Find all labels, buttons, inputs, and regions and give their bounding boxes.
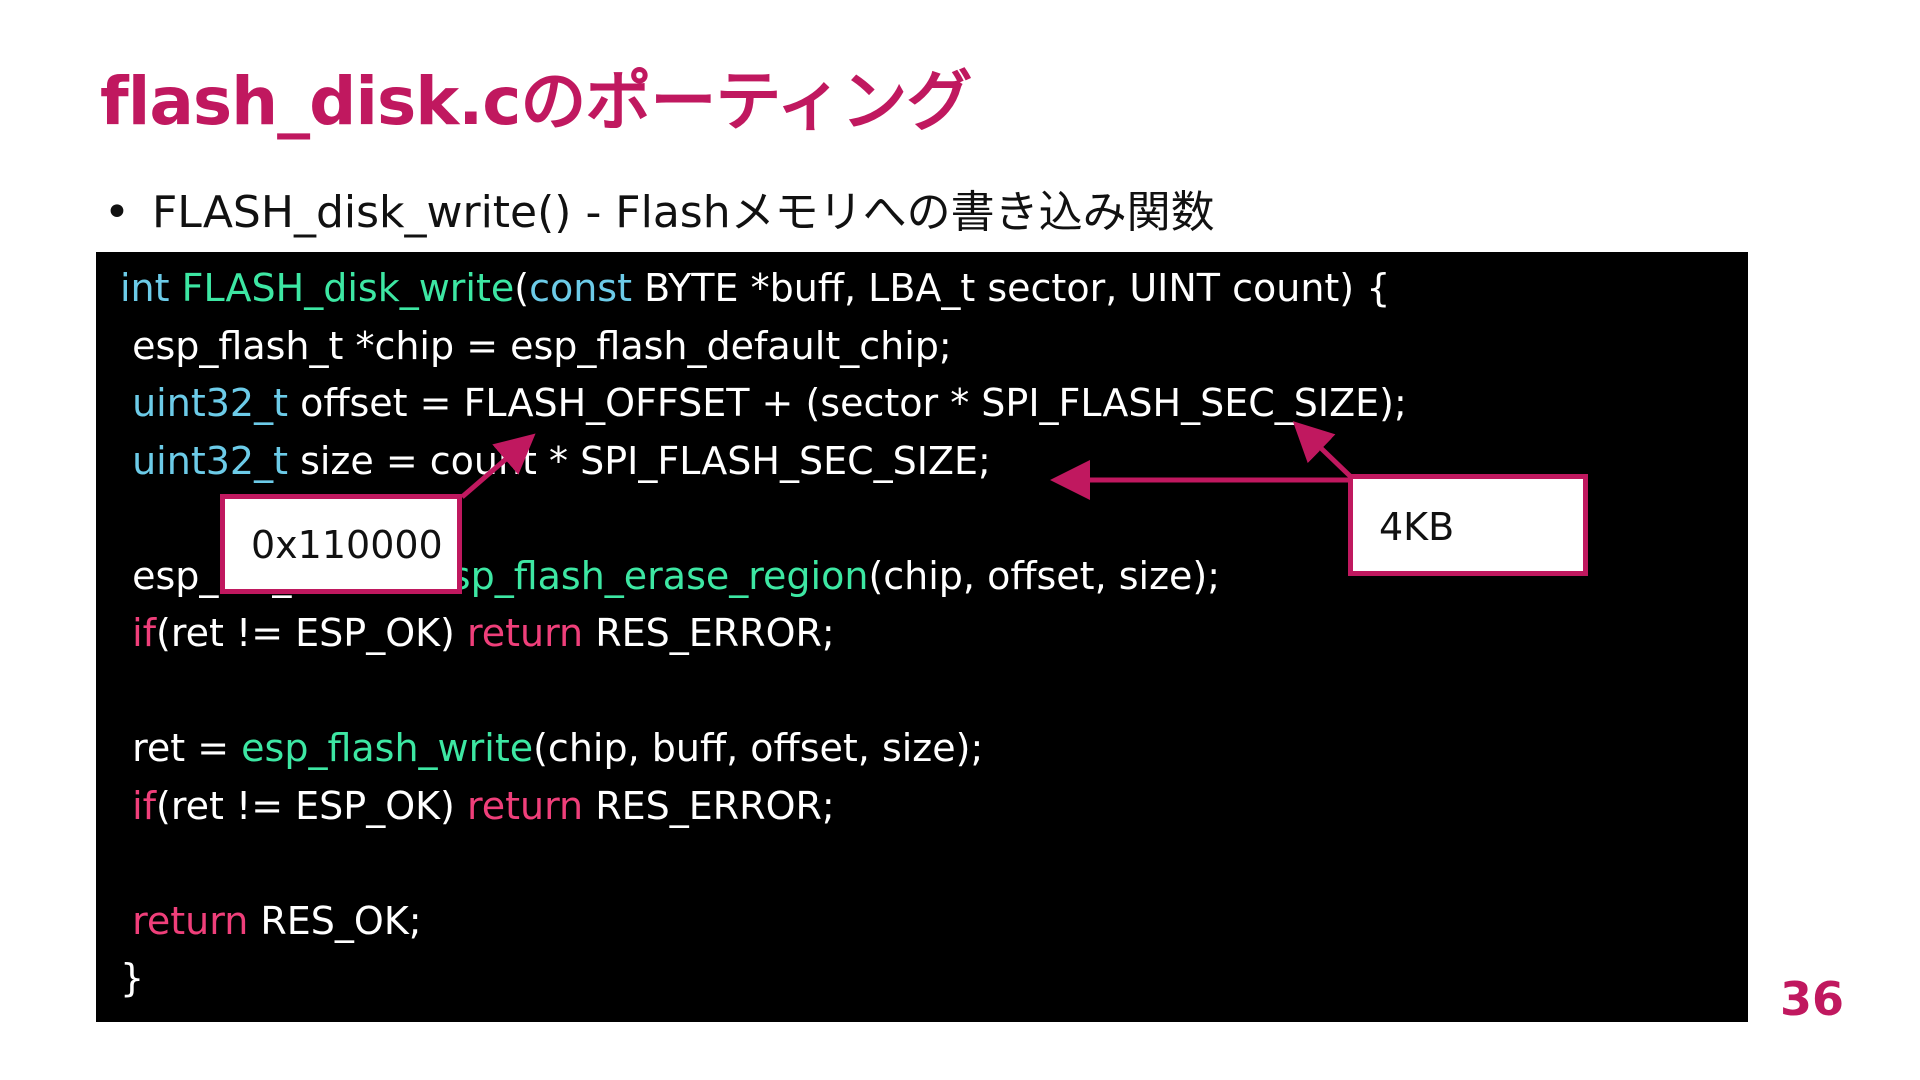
callout-sector-size-text: 4KB [1379, 505, 1455, 549]
code-token-plain [120, 381, 132, 425]
slide-title: flash_disk.cのポーティング [100, 63, 972, 140]
code-token-type: uint32_t [132, 381, 288, 425]
callout-flash-offset-text: 0x110000 [251, 523, 443, 567]
code-token-plain [120, 899, 132, 943]
code-token-plain [120, 611, 132, 655]
code-line: esp_flash_t *chip = esp_flash_default_ch… [120, 318, 952, 374]
code-token-plain: offset = FLASH_OFFSET + (sector * SPI_FL… [287, 381, 1407, 425]
code-token-kw: return [466, 611, 584, 655]
code-token-kw: return [466, 783, 584, 828]
code-token-plain: (chip, offset, size); [868, 553, 1221, 598]
code-token-func: esp_flash_erase_region [427, 553, 869, 598]
code-line: uint32_t offset = FLASH_OFFSET + (sector… [120, 375, 1407, 431]
code-token-plain [120, 784, 132, 828]
page-number: 36 [1780, 972, 1845, 1026]
code-line: return RES_OK; [120, 893, 422, 949]
code-token-kw: return [132, 898, 249, 943]
code-token-plain: RES_ERROR; [583, 783, 835, 828]
code-token-kw: if [132, 783, 157, 828]
code-line: int FLASH_disk_write(const BYTE *buff, L… [120, 260, 1390, 316]
code-token-plain: RES_ERROR; [583, 611, 835, 655]
callout-flash-offset: 0x110000 [220, 494, 462, 594]
code-line: if(ret != ESP_OK) return RES_ERROR; [120, 778, 835, 834]
code-token-plain: (ret != ESP_OK) [156, 611, 467, 655]
code-line: } [120, 950, 144, 1006]
bullet-item: • FLASH_disk_write() - Flashメモリへの書き込み関数 [104, 176, 1215, 240]
code-token-func: FLASH_disk_write [181, 266, 515, 310]
bullet-dot: • [104, 187, 130, 238]
code-block: int FLASH_disk_write(const BYTE *buff, L… [96, 252, 1748, 1022]
code-token-plain: ret = [120, 726, 242, 770]
code-token-plain: } [120, 956, 145, 1000]
code-token-type: const [529, 266, 633, 310]
code-token-kw: if [132, 611, 157, 655]
code-token-plain: BYTE *buff, LBA_t sector, UINT count) { [632, 266, 1391, 310]
bullet-text: FLASH_disk_write() - Flashメモリへの書き込み関数 [152, 187, 1215, 238]
code-token-plain: esp_flash_t *chip = esp_flash_default_ch… [120, 323, 952, 368]
code-token-type: uint32_t [132, 438, 288, 483]
code-line: if(ret != ESP_OK) return RES_ERROR; [120, 605, 835, 661]
code-token-plain: size = count * SPI_FLASH_SEC_SIZE; [287, 438, 991, 483]
code-line: ret = esp_flash_write(chip, buff, offset… [120, 720, 983, 776]
code-token-type: int [120, 266, 182, 310]
code-token-plain: (ret != ESP_OK) [156, 783, 467, 828]
code-token-func: esp_flash_write [241, 726, 534, 770]
code-token-plain [120, 439, 132, 483]
code-token-plain: RES_OK; [248, 898, 422, 943]
code-line: uint32_t size = count * SPI_FLASH_SEC_SI… [120, 433, 991, 489]
code-token-plain: (chip, buff, offset, size); [533, 726, 984, 770]
code-token-plain: ( [514, 266, 530, 310]
callout-sector-size: 4KB [1348, 474, 1588, 576]
